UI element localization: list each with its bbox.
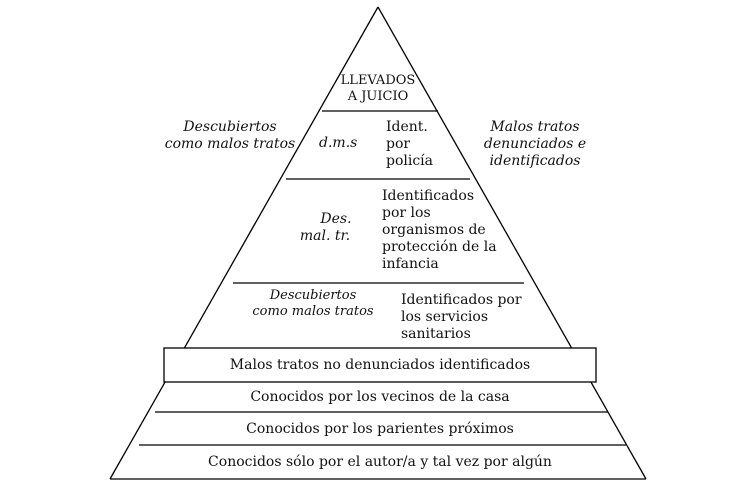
level3-left-label: Des. mal. tr.	[280, 211, 370, 245]
side-label-left: Descubiertos como malos tratos	[150, 119, 310, 153]
level4-right-line: los servicios	[401, 309, 489, 325]
pyramid-left-edge	[109, 6, 379, 480]
side-label-right-line: denunciados e	[483, 136, 587, 152]
side-label-right-line: Malos tratos	[490, 119, 580, 135]
apex-label: LLEVADOS A JUICIO	[333, 73, 423, 105]
base-row-2: Conocidos por los parientes próximos	[246, 421, 514, 437]
pyramid-right-edge	[377, 6, 647, 480]
level2-right-line: policía	[386, 153, 434, 169]
level2-right-label: Ident. por policía	[386, 119, 433, 170]
level4-left-line: Descubiertos	[269, 288, 357, 303]
apex-label-line: LLEVADOS	[340, 73, 416, 88]
level4-right-line: Identificados por	[401, 292, 522, 308]
base-row-1: Conocidos por los vecinos de la casa	[250, 389, 510, 405]
level3-right-line: protección de la	[382, 239, 497, 255]
level2-right-line: Ident.	[386, 119, 428, 135]
level2-right-line: por	[386, 136, 411, 152]
level3-right-line: organismos de	[382, 222, 486, 238]
level4-left-label: Descubiertos como malos tratos	[238, 288, 388, 320]
base-row-3: Conocidos sólo por el autor/a y tal vez …	[208, 454, 552, 470]
side-label-right: Malos tratos denunciados e identificados	[470, 119, 600, 170]
side-label-left-line: Descubiertos	[183, 119, 277, 135]
level3-right-line: por los	[382, 205, 431, 221]
level4-right-line: sanitarios	[401, 326, 471, 342]
level3-left-line: Des.	[320, 211, 352, 227]
level3-right-line: Identificados	[382, 188, 474, 204]
side-label-right-line: identificados	[489, 153, 581, 169]
band-label: Malos tratos no denunciados identificado…	[229, 357, 531, 373]
level4-left-line: como malos tratos	[252, 304, 374, 319]
level3-right-line: infancia	[382, 256, 439, 272]
side-label-left-line: como malos tratos	[164, 136, 296, 152]
level3-left-line: mal. tr.	[299, 228, 351, 244]
level4-right-label: Identificados por los servicios sanitari…	[401, 292, 522, 343]
level2-left-label: d.m.s	[319, 135, 358, 151]
apex-label-line: A JUICIO	[347, 89, 409, 104]
level3-right-label: Identificados por los organismos de prot…	[382, 188, 497, 273]
band-box	[163, 347, 597, 383]
